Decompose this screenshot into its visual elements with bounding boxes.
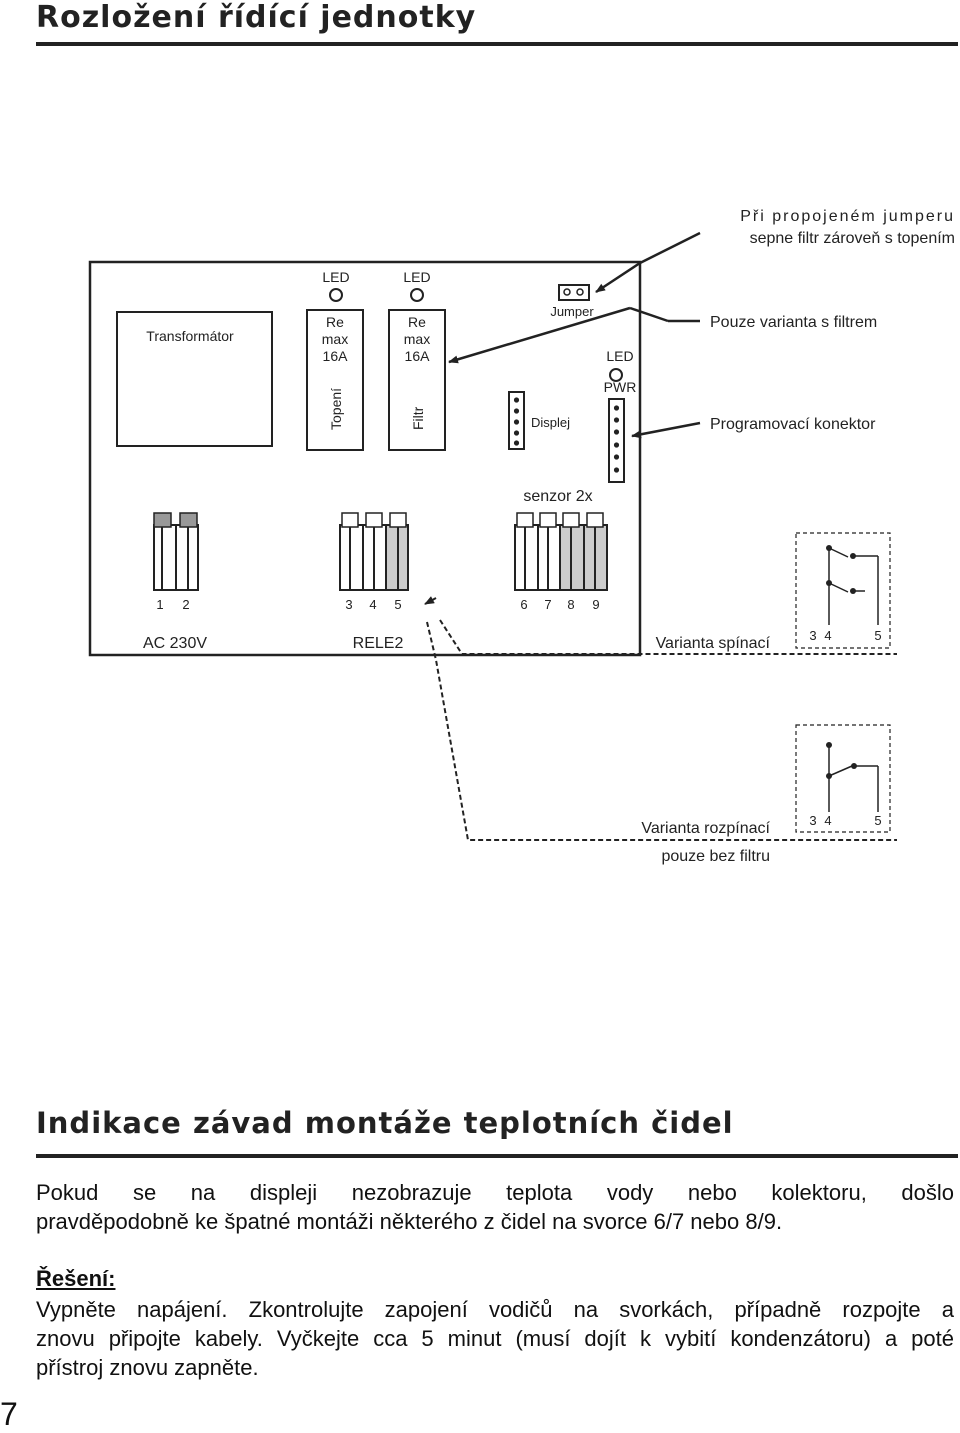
relay1-topeni: Topení <box>328 388 344 430</box>
relay1-led-label: LED <box>322 269 349 285</box>
terminal-block-ac <box>153 512 199 591</box>
breaking-wire <box>426 621 897 841</box>
breaking-num-3: 3 <box>809 813 816 828</box>
section-rule <box>36 1154 958 1158</box>
prog-pin <box>613 417 620 423</box>
prog-pin <box>613 429 620 435</box>
led-pwr-line2: PWR <box>604 379 637 395</box>
title-rule <box>36 42 958 46</box>
breaking-variant-box <box>795 724 891 833</box>
breaking-num-5: 5 <box>874 813 881 828</box>
prog-pin <box>613 454 620 460</box>
relay2-filtr: Filtr <box>410 406 426 430</box>
terminal-num-6: 6 <box>520 597 527 612</box>
transformer-label: Transformátor <box>146 328 234 344</box>
display-label: Displej <box>531 415 570 430</box>
terminal-block-rele2 <box>339 512 409 591</box>
switching-wire <box>439 619 897 655</box>
paragraph2-line2: znovu připojte kabely. Vyčkejte cca 5 mi… <box>36 1326 954 1351</box>
relay1-amp: 16A <box>323 348 349 364</box>
programming-connector <box>608 398 625 483</box>
switching-num-5: 5 <box>874 628 881 643</box>
switching-num-3: 3 <box>809 628 816 643</box>
terminal-num-3: 3 <box>345 597 352 612</box>
page-title: Rozložení řídící jednotky <box>36 0 477 35</box>
solution-heading: Řešení: <box>36 1266 116 1291</box>
terminal-num-2: 2 <box>182 597 189 612</box>
jumper-pin-2 <box>576 288 584 296</box>
jumper-note-pointer <box>639 231 701 265</box>
led-pwr-icon <box>609 368 623 382</box>
jumper-note-line1: Při propojeném jumperu <box>740 208 955 225</box>
jumper-arrow <box>595 261 641 294</box>
jumper-note-line2: sepne filtr zároveň s topením <box>750 230 955 247</box>
paragraph1-line1: Pokud se na displeji nezobrazuje teplota… <box>36 1180 954 1205</box>
terminal-num-1: 1 <box>156 597 163 612</box>
display-pin <box>513 430 520 436</box>
relay2-amp: 16A <box>405 348 431 364</box>
display-pin <box>513 397 520 403</box>
control-unit-diagram: Při propojeném jumperu sepne filtr zárov… <box>88 208 955 865</box>
board-outline <box>88 260 642 657</box>
ac-label: AC 230V <box>143 635 207 652</box>
terminal-num-4: 4 <box>369 597 376 612</box>
filter-variant-label: Pouze varianta s filtrem <box>710 314 877 331</box>
display-pin <box>513 408 520 414</box>
terminal-num-8: 8 <box>567 597 574 612</box>
sensor-label: senzor 2x <box>523 488 592 505</box>
prog-connector-label: Programovací konektor <box>710 416 876 433</box>
breaking-num-4: 4 <box>824 813 831 828</box>
variant-breaking-label: Varianta rozpínací <box>641 820 770 837</box>
relay1-max: max <box>322 331 348 347</box>
relay2-led-icon <box>410 288 424 302</box>
jumper-label: Jumper <box>550 304 594 319</box>
relay1-led-icon <box>329 288 343 302</box>
jumper-pin-1 <box>563 288 571 296</box>
led-pwr-line1: LED <box>606 348 633 364</box>
terminal-num-9: 9 <box>592 597 599 612</box>
prog-pin <box>613 442 620 448</box>
variant-switching-label: Varianta spínací <box>656 635 771 652</box>
filter-arrow <box>448 306 631 364</box>
relay2-box <box>388 309 446 451</box>
display-pin <box>513 419 520 425</box>
filter-note-pointer-2 <box>629 306 669 323</box>
terminal-num-7: 7 <box>544 597 551 612</box>
section-heading: Indikace závad montáže teplotních čidel <box>36 1106 734 1140</box>
display-pin <box>513 440 520 446</box>
relay1-re: Re <box>326 314 344 330</box>
rele2-label: RELE2 <box>353 635 404 652</box>
page-number: 7 <box>0 1396 18 1432</box>
switching-num-4: 4 <box>824 628 831 643</box>
prog-pin <box>613 405 620 411</box>
switching-variant-box <box>795 532 891 649</box>
paragraph1-line2: pravděpodobně ke špatné montáži některéh… <box>36 1209 783 1234</box>
terminal-block-sensors <box>514 512 608 591</box>
rele2-arrow <box>424 596 437 605</box>
terminal-num-5: 5 <box>394 597 401 612</box>
only-without-filter-label: pouze bez filtru <box>661 848 770 865</box>
relay1-box <box>306 309 364 451</box>
prog-arrow <box>631 421 701 439</box>
relay2-re: Re <box>408 314 426 330</box>
paragraph2-line1: Vypněte napájení. Zkontrolujte zapojení … <box>36 1297 954 1322</box>
relay2-max: max <box>404 331 430 347</box>
transformer-box <box>116 311 273 447</box>
prog-pin <box>613 467 620 473</box>
relay2-led-label: LED <box>403 269 430 285</box>
paragraph2-line3: přístroj znovu zapněte. <box>36 1355 259 1380</box>
